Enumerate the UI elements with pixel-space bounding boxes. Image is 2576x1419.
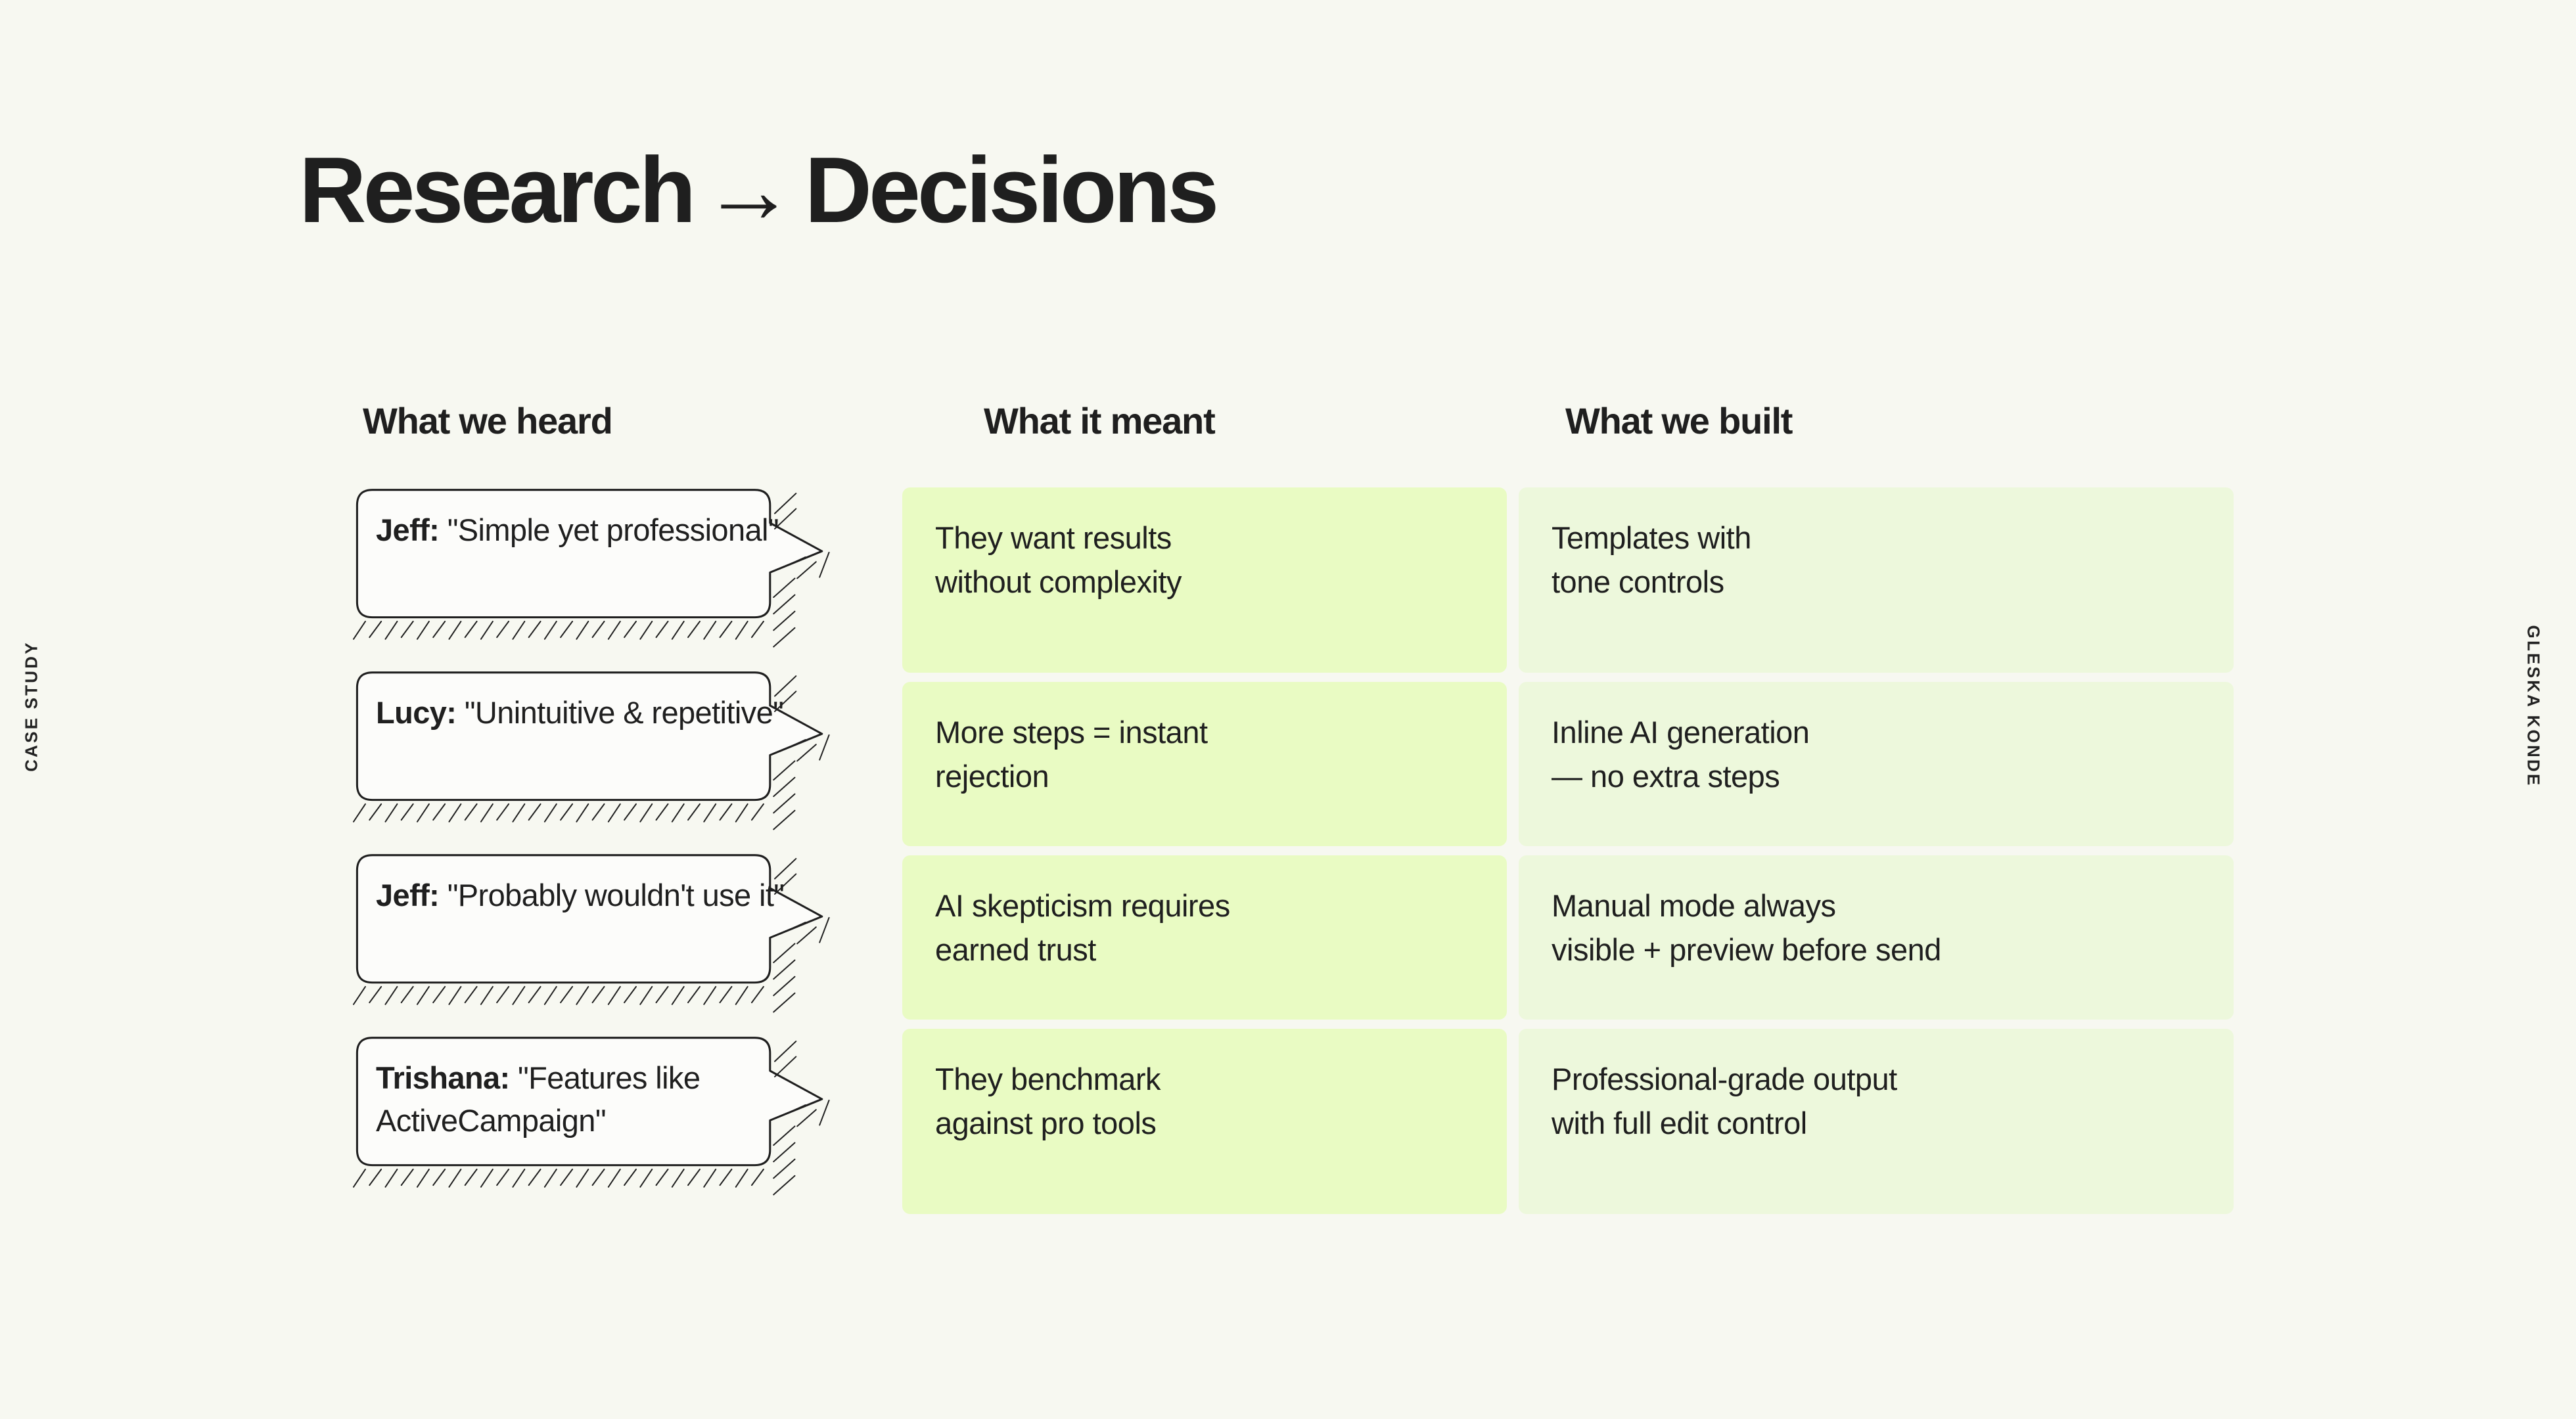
quote-body: "Features like ActiveCampaign" [376, 1060, 701, 1138]
quote-bubble: Lucy: "Unintuitive & repetitive" [353, 665, 873, 838]
quote-speaker: Trishana: [376, 1060, 510, 1095]
side-label-case-study: CASE STUDY [21, 641, 41, 772]
column-header-what-it-meant: What it meant [984, 400, 1216, 441]
what-we-built-text: Inline AI generation — no extra steps [1552, 715, 1810, 794]
title-trail: Decisions [804, 138, 1219, 242]
title-lead: Research [299, 138, 696, 242]
what-it-meant-text: More steps = instant rejection [935, 715, 1208, 794]
quote-bubble: Trishana: "Features like ActiveCampaign" [353, 1031, 873, 1203]
quote-speaker: Jeff: [376, 878, 440, 912]
quote-body: "Probably wouldn't use it" [439, 878, 785, 912]
what-we-built-cell: Inline AI generation — no extra steps [1519, 682, 2234, 846]
quote-text: Lucy: "Unintuitive & repetitive" [354, 665, 814, 807]
side-label-author: GLESKA KONDE [2523, 625, 2544, 788]
quote-body: "Unintuitive & repetitive" [456, 695, 784, 730]
what-it-meant-text: AI skepticism requires earned trust [935, 888, 1230, 967]
quote-text: Jeff: "Probably wouldn't use it" [354, 848, 814, 990]
quote-body: "Simple yet professional" [439, 512, 779, 547]
bubble-outline [353, 854, 830, 1013]
what-we-built-text: Manual mode always visible + preview bef… [1552, 888, 1941, 967]
what-we-built-text: Templates with tone controls [1552, 520, 1751, 599]
quote-text: Trishana: "Features like ActiveCampaign" [354, 1031, 814, 1173]
quote-bubble: Jeff: "Simple yet professional" [353, 483, 873, 655]
what-it-meant-cell: They want results without complexity [902, 487, 1507, 673]
what-it-meant-cell: More steps = instant rejection [902, 682, 1507, 846]
what-we-built-cell: Manual mode always visible + preview bef… [1519, 855, 2234, 1020]
what-we-built-cell: Professional-grade output with full edit… [1519, 1029, 2234, 1214]
column-header-what-we-built: What we built [1565, 400, 1793, 441]
quote-speaker: Lucy: [376, 695, 457, 730]
quote-bubble: Jeff: "Probably wouldn't use it" [353, 848, 873, 1020]
page-title: Research→Decisions [299, 138, 1219, 242]
what-we-built-text: Professional-grade output with full edit… [1552, 1062, 1897, 1140]
bubble-outline [353, 489, 830, 648]
arrow-right-icon: → [702, 138, 796, 242]
what-it-meant-text: They benchmark against pro tools [935, 1062, 1161, 1140]
what-it-meant-cell: AI skepticism requires earned trust [902, 855, 1507, 1020]
bubble-outline [353, 671, 830, 830]
what-it-meant-text: They want results without complexity [935, 520, 1182, 599]
quote-speaker: Jeff: [376, 512, 440, 547]
column-header-what-we-heard: What we heard [363, 400, 613, 441]
what-it-meant-cell: They benchmark against pro tools [902, 1029, 1507, 1214]
bubble-outline [353, 1037, 830, 1196]
what-we-built-cell: Templates with tone controls [1519, 487, 2234, 673]
quote-bubble-list: Jeff: "Simple yet professional" Lucy: "Un… [353, 483, 873, 1213]
quote-text: Jeff: "Simple yet professional" [354, 483, 814, 625]
